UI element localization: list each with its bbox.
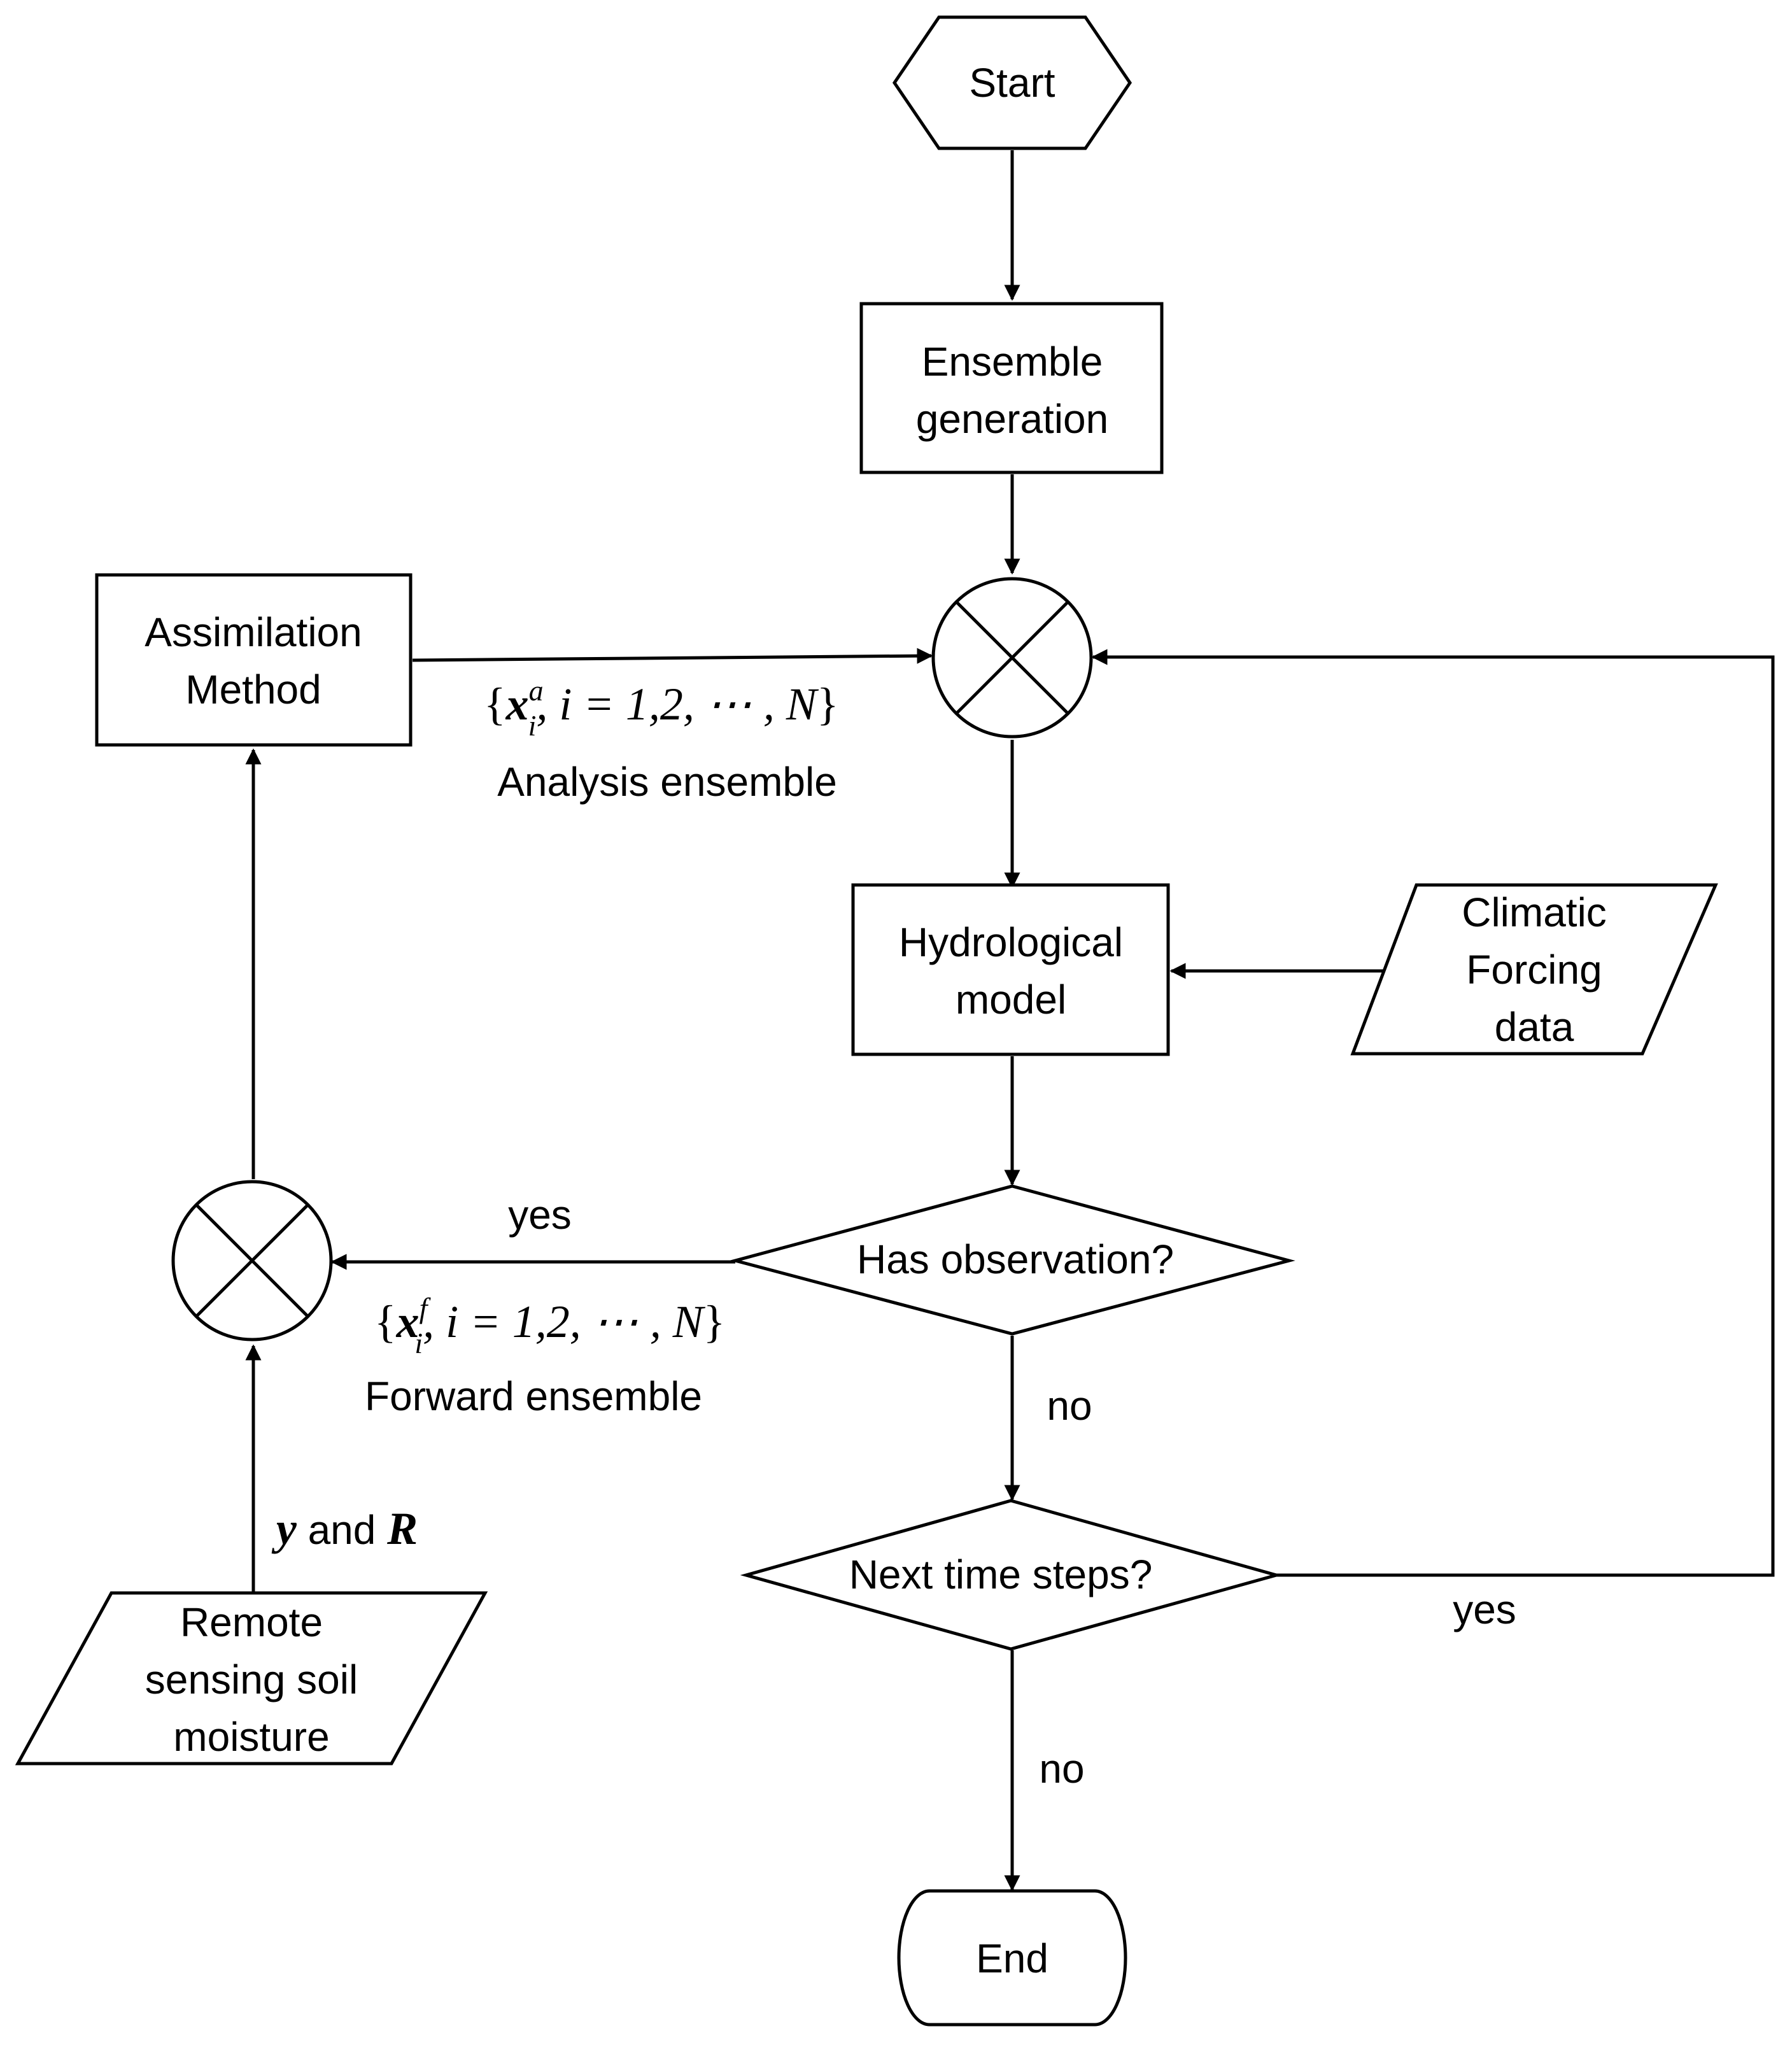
remote-sensing-node: Remote sensing soil moisture xyxy=(15,1591,488,1765)
start-node: Start xyxy=(892,15,1132,150)
remote-sensing-label-3: moisture xyxy=(173,1714,329,1760)
forward-rest: , i = 1,2, ⋯ , N xyxy=(423,1296,706,1347)
yes-observation-label: yes xyxy=(508,1192,572,1238)
forward-ensemble-label: Forward ensemble xyxy=(365,1373,702,1419)
climatic-forcing-label-1: Climatic xyxy=(1462,889,1607,935)
forward-sub: i xyxy=(414,1327,423,1359)
sum-cross-left-2 xyxy=(195,1203,309,1318)
y-and-r-label: y and R xyxy=(271,1503,418,1554)
assimilation-method-label-2: Method xyxy=(185,667,321,712)
hydrological-model-box xyxy=(851,883,1170,1056)
climatic-forcing-label-2: Forcing xyxy=(1466,947,1602,993)
next-time-steps-label: Next time steps? xyxy=(849,1552,1153,1597)
analysis-rest: , i = 1,2, ⋯ , N xyxy=(536,679,819,730)
remote-sensing-label-2: sensing soil xyxy=(145,1657,358,1702)
r-symbol: R xyxy=(386,1503,418,1554)
sum-cross-top-2 xyxy=(955,600,1069,715)
remote-sensing-shape xyxy=(15,1591,488,1765)
arrow-next-yes-loop xyxy=(1091,649,1775,1577)
analysis-brace-close: } xyxy=(817,679,839,730)
analysis-brace-open: { xyxy=(484,679,506,730)
y-symbol: y xyxy=(271,1503,297,1554)
forward-brace-close: } xyxy=(703,1296,726,1347)
climatic-forcing-label-3: data xyxy=(1495,1004,1574,1050)
start-label: Start xyxy=(969,60,1055,106)
climatic-forcing-shape xyxy=(1350,883,1718,1056)
end-label: End xyxy=(976,1935,1048,1981)
analysis-x: x xyxy=(505,679,529,730)
forward-x: x xyxy=(396,1296,420,1347)
ensemble-generation-box xyxy=(859,302,1164,474)
sum-junction-left xyxy=(171,1180,333,1341)
and-word: and xyxy=(297,1507,387,1553)
assimilation-method-label-1: Assimilation xyxy=(145,609,362,655)
start-shape xyxy=(892,15,1132,150)
has-observation-node: Has observation? xyxy=(729,1184,1295,1336)
forward-brace-open: { xyxy=(374,1296,397,1347)
ensemble-generation-label-2: generation xyxy=(916,396,1108,442)
no-next-label: no xyxy=(1039,1746,1084,1792)
hydrological-model-node: Hydrological model xyxy=(851,883,1170,1056)
no-observation-label: no xyxy=(1047,1383,1092,1429)
ensemble-generation-node: Ensemble generation xyxy=(859,302,1164,474)
next-time-steps-shape xyxy=(740,1499,1283,1651)
sum-junction-top xyxy=(931,577,1093,739)
assimilation-method-box xyxy=(95,573,413,747)
yes-next-label: yes xyxy=(1453,1587,1516,1632)
analysis-sub: i xyxy=(528,709,537,742)
hydrological-model-label-2: model xyxy=(956,977,1066,1022)
climatic-forcing-node: Climatic Forcing data xyxy=(1350,883,1718,1056)
arrow-assimilation-to-sum xyxy=(412,647,933,664)
ensemble-generation-label-1: Ensemble xyxy=(922,339,1103,385)
end-shape xyxy=(897,1889,1127,2027)
end-node: End xyxy=(897,1889,1127,2027)
connectors xyxy=(245,150,1775,1892)
remote-sensing-label-1: Remote xyxy=(180,1599,323,1645)
hydrological-model-label-1: Hydrological xyxy=(899,919,1123,965)
has-observation-label: Has observation? xyxy=(857,1236,1174,1282)
analysis-ensemble-label: Analysis ensemble xyxy=(497,759,837,805)
assimilation-method-node: Assimilation Method xyxy=(95,573,413,747)
analysis-sup: a xyxy=(529,674,544,707)
has-observation-shape xyxy=(729,1184,1295,1336)
next-time-steps-node: Next time steps? xyxy=(740,1499,1283,1651)
